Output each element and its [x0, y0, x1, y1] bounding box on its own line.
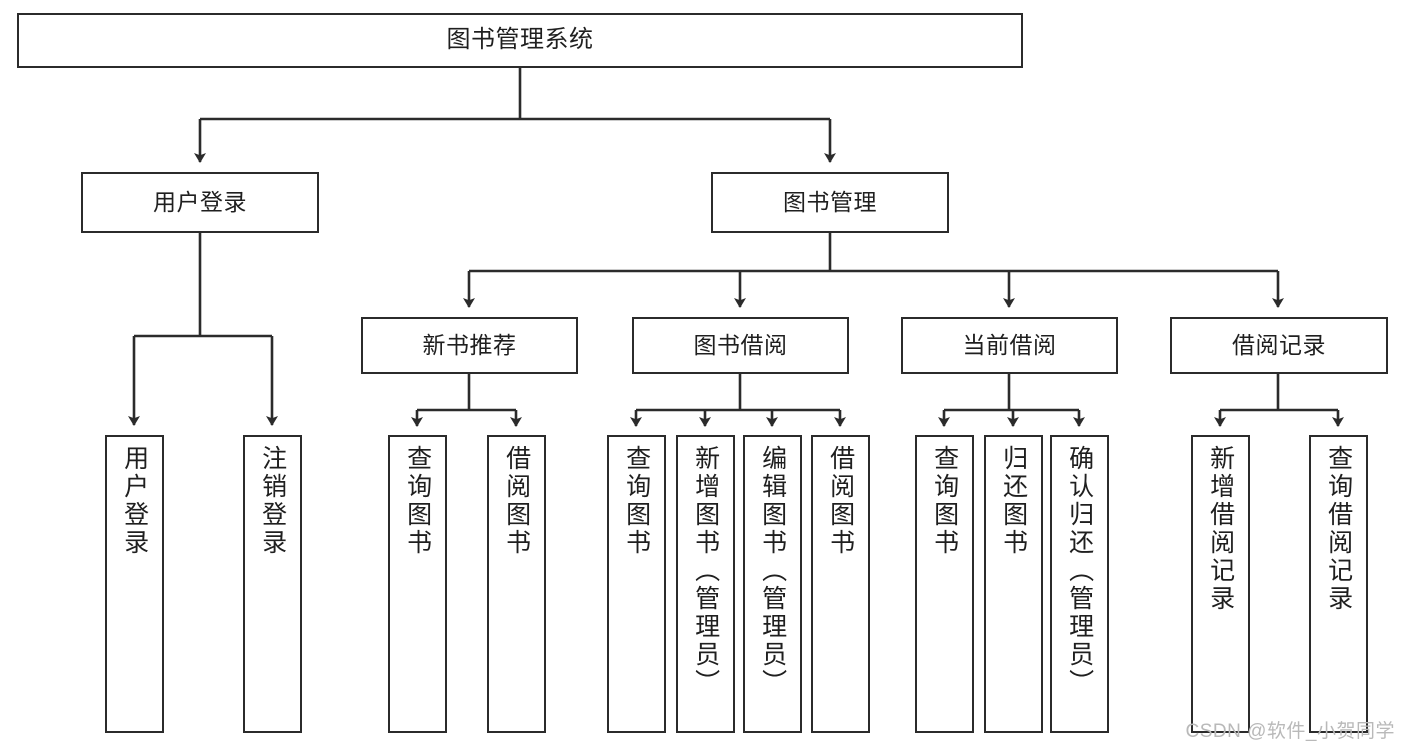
leaf-user-logout[interactable]: 注销登录	[243, 435, 302, 733]
node-root-label: 图书管理系统	[446, 26, 594, 54]
leaf-confirm-return-label: 确认归还（管理员）	[1065, 445, 1094, 697]
leaf-borrow-book-recommend[interactable]: 借阅图书	[487, 435, 546, 733]
leaf-add-book-label: 新增图书（管理员）	[691, 445, 720, 697]
node-borrow-record[interactable]: 借阅记录	[1170, 317, 1388, 374]
leaf-query-borrow-record-label: 查询借阅记录	[1324, 445, 1353, 613]
leaf-edit-book-label: 编辑图书（管理员）	[758, 445, 787, 697]
leaf-query-book-borrow-label: 查询图书	[622, 445, 651, 557]
leaf-confirm-return[interactable]: 确认归还（管理员）	[1050, 435, 1109, 733]
leaf-return-book[interactable]: 归还图书	[984, 435, 1043, 733]
leaf-user-logout-label: 注销登录	[258, 445, 287, 557]
node-borrow-record-label: 借阅记录	[1232, 331, 1326, 358]
leaf-query-book-recommend-label: 查询图书	[403, 445, 432, 557]
leaf-borrow-book-recommend-label: 借阅图书	[502, 445, 531, 557]
leaf-add-book[interactable]: 新增图书（管理员）	[676, 435, 735, 733]
node-new-book-recommend[interactable]: 新书推荐	[361, 317, 578, 374]
leaf-query-book-current-label: 查询图书	[930, 445, 959, 557]
leaf-borrow-book[interactable]: 借阅图书	[811, 435, 870, 733]
leaf-add-borrow-record[interactable]: 新增借阅记录	[1191, 435, 1250, 733]
node-book-borrow-label: 图书借阅	[693, 331, 788, 358]
node-book-borrow[interactable]: 图书借阅	[632, 317, 849, 374]
node-book-manage-label: 图书管理	[783, 188, 877, 215]
leaf-edit-book[interactable]: 编辑图书（管理员）	[743, 435, 802, 733]
node-user-login[interactable]: 用户登录	[81, 172, 319, 233]
node-current-borrow[interactable]: 当前借阅	[901, 317, 1118, 374]
leaf-user-login-label: 用户登录	[120, 445, 149, 557]
node-user-login-label: 用户登录	[153, 188, 247, 215]
leaf-add-borrow-record-label: 新增借阅记录	[1206, 445, 1235, 613]
leaf-query-book-current[interactable]: 查询图书	[915, 435, 974, 733]
leaf-borrow-book-label: 借阅图书	[826, 445, 855, 557]
node-root[interactable]: 图书管理系统	[17, 13, 1023, 68]
leaf-query-book-recommend[interactable]: 查询图书	[388, 435, 447, 733]
node-new-book-recommend-label: 新书推荐	[422, 331, 517, 358]
leaf-query-borrow-record[interactable]: 查询借阅记录	[1309, 435, 1368, 733]
watermark-text: CSDN @软件_小贺同学	[1185, 721, 1395, 742]
leaf-query-book-borrow[interactable]: 查询图书	[607, 435, 666, 733]
node-book-manage[interactable]: 图书管理	[711, 172, 949, 233]
node-current-borrow-label: 当前借阅	[962, 331, 1057, 358]
leaf-return-book-label: 归还图书	[999, 445, 1028, 557]
leaf-user-login[interactable]: 用户登录	[105, 435, 164, 733]
